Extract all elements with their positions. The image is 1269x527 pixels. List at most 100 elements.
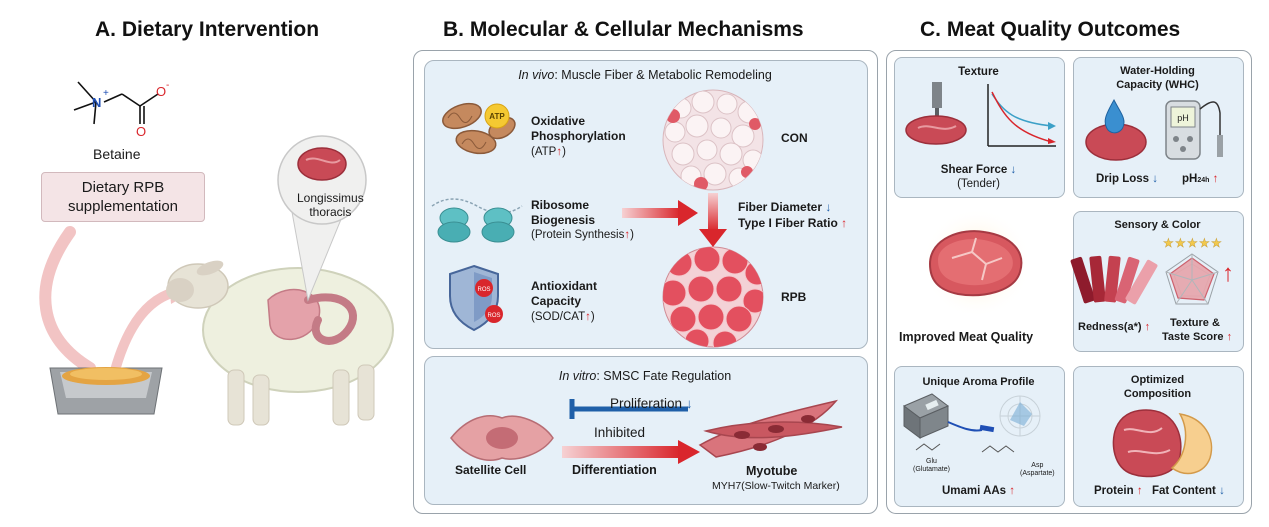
fiber-diameter-text: Fiber Diameter <box>738 200 823 214</box>
ph24-sub: 24h <box>1197 177 1210 184</box>
shear-curve-chart <box>987 84 1056 147</box>
anti-up-arrow: ↑ <box>585 311 591 323</box>
sensory-title: Sensory & Color <box>1114 219 1201 231</box>
invivo-heading-rest: : Muscle Fiber & Metabolic Remodeling <box>554 68 772 82</box>
umami-up-arrow: ↑ <box>1009 485 1016 497</box>
color-fan-icon <box>1070 255 1158 305</box>
fiber-diameter-label: Fiber Diameter ↓ <box>738 200 831 215</box>
supplement-line2: supplementation <box>67 198 179 215</box>
panel-b-title: B. Molecular & Cellular Mechanisms <box>443 18 804 41</box>
shear-force-label: Shear Force ↓ <box>894 163 1063 177</box>
ribo-line1: Ribosome <box>531 198 590 212</box>
satellite-cell-label: Satellite Cell <box>455 463 527 477</box>
redness-label: Redness(a*) ↑ <box>1078 320 1150 335</box>
svg-text:★: ★ <box>1175 236 1186 250</box>
fiber-diameter-down-arrow: ↓ <box>825 200 832 214</box>
invivo-heading-italic: In vivo <box>518 68 555 82</box>
asp-label: Asp (Aspartate) <box>1020 462 1055 477</box>
svg-text:O: O <box>136 124 146 139</box>
invitro-heading: In vitro: SMSC Fate Regulation <box>424 369 866 383</box>
protein-label: Protein ↑ <box>1094 484 1143 499</box>
improved-label: Improved Meat Quality <box>899 330 1034 344</box>
svg-text:★: ★ <box>1163 236 1174 250</box>
fat-content-down-arrow: ↓ <box>1219 485 1225 497</box>
umami-label: Umami AAs ↑ <box>894 484 1063 498</box>
whc-line1: Water-Holding <box>1120 65 1195 77</box>
e-nose-device-icon <box>903 393 1041 453</box>
ros-text-2: ROS <box>487 313 500 319</box>
oxphos-up-arrow: ↑ <box>556 146 563 158</box>
ph24-text: pH <box>1182 173 1198 185</box>
anti-sub-text: (SOD/CAT <box>531 311 586 323</box>
oxphos-line2: Phosphorylation <box>531 129 626 143</box>
fat-content-label: Fat Content ↓ <box>1152 484 1225 499</box>
con-label: CON <box>781 131 808 145</box>
panel-c-title: C. Meat Quality Outcomes <box>920 18 1181 41</box>
differentiation-label: Differentiation <box>572 463 657 477</box>
oxphos-line1: Oxidative <box>531 114 586 128</box>
supplement-line1: Dietary RPB <box>81 179 165 196</box>
sheep-illustration <box>166 260 394 426</box>
ph-meter-text: pH <box>1177 113 1189 123</box>
whc-line2: Capacity (WHC) <box>1116 79 1199 91</box>
ribosome-icon <box>431 198 523 243</box>
texture-taste-line1: Texture & <box>1170 317 1220 329</box>
drip-loss-text: Drip Loss <box>1096 173 1150 185</box>
ph-meter-icon: pH <box>1165 100 1223 160</box>
ribo-to-fiber-arrow <box>622 200 698 226</box>
betaine-label: Betaine <box>93 146 141 162</box>
texture-taste-line2: Taste Score ↑ <box>1162 330 1232 345</box>
protein-up-arrow: ↑ <box>1136 485 1143 497</box>
type1-ratio-label: Type I Fiber Ratio ↑ <box>738 216 847 231</box>
composition-card <box>1073 366 1244 507</box>
ph24-up-arrow: ↑ <box>1212 173 1219 185</box>
tender-label: (Tender) <box>957 178 1000 190</box>
drip-meat-icon <box>1085 98 1147 161</box>
star-rating-icon: ★★★★★ <box>1163 236 1222 251</box>
shear-device-icon <box>905 82 967 145</box>
aroma-title: Unique Aroma Profile <box>922 376 1035 388</box>
shear-force-down-arrow: ↓ <box>1010 164 1017 176</box>
feed-trough-icon <box>49 367 163 415</box>
antioxidant-shield-icon: ROS ROS <box>449 264 503 332</box>
ribo-line2: Biogenesis <box>531 213 596 227</box>
anti-line2: Capacity <box>531 294 582 308</box>
shear-force-text: Shear Force <box>940 164 1008 176</box>
ribo-up-arrow: ↑ <box>624 229 631 241</box>
con-fiber-cross-section <box>662 89 764 191</box>
redness-up-arrow: ↑ <box>1144 321 1151 333</box>
glu-label: Glu (Glutamate) <box>913 458 950 473</box>
atp-text: ATP <box>489 112 505 121</box>
invitro-heading-rest: : SMSC Fate Regulation <box>596 369 732 383</box>
improved-meat-icon <box>922 208 1032 318</box>
oxphos-sub: (ATP↑) <box>531 146 566 158</box>
rpb-fiber-cross-section <box>662 246 764 348</box>
ribo-sub-text: (Protein Synthesis <box>531 229 625 241</box>
anti-line1: Antioxidant <box>531 279 597 293</box>
drip-loss-label: Drip Loss ↓ <box>1096 172 1158 187</box>
svg-text:O: O <box>156 84 166 99</box>
anti-sub: (SOD/CAT↑) <box>531 311 595 323</box>
sensory-up-arrow: ↑ <box>1222 260 1234 287</box>
satellite-cell-icon <box>450 415 554 461</box>
muscle-label: Longissimus thoracis <box>297 191 364 219</box>
texture-taste-text: Taste Score <box>1162 331 1224 343</box>
muscle-line2: thoracis <box>309 205 352 219</box>
muscle-line1: Longissimus <box>297 191 364 205</box>
drip-loss-down-arrow: ↓ <box>1152 173 1158 185</box>
rpb-label: RPB <box>781 290 807 304</box>
oxphos-sub-text: (ATP <box>531 146 557 158</box>
umami-text: Umami AAs <box>941 485 1007 497</box>
radar-chart-icon <box>1165 253 1219 305</box>
type1-ratio-text: Type I Fiber Ratio <box>738 216 838 230</box>
svg-text:+: + <box>103 88 109 99</box>
invitro-heading-italic: In vitro <box>558 369 597 383</box>
muscle-callout <box>277 135 367 302</box>
myotube-icon <box>698 399 843 458</box>
inhibited-label: Inhibited <box>594 425 646 440</box>
betaine-structure: N + O - O <box>73 80 169 139</box>
composition-line2: Composition <box>1123 388 1192 400</box>
type1-ratio-up-arrow: ↑ <box>841 216 848 230</box>
differentiation-arrow <box>562 440 700 464</box>
svg-text:N: N <box>92 95 101 110</box>
